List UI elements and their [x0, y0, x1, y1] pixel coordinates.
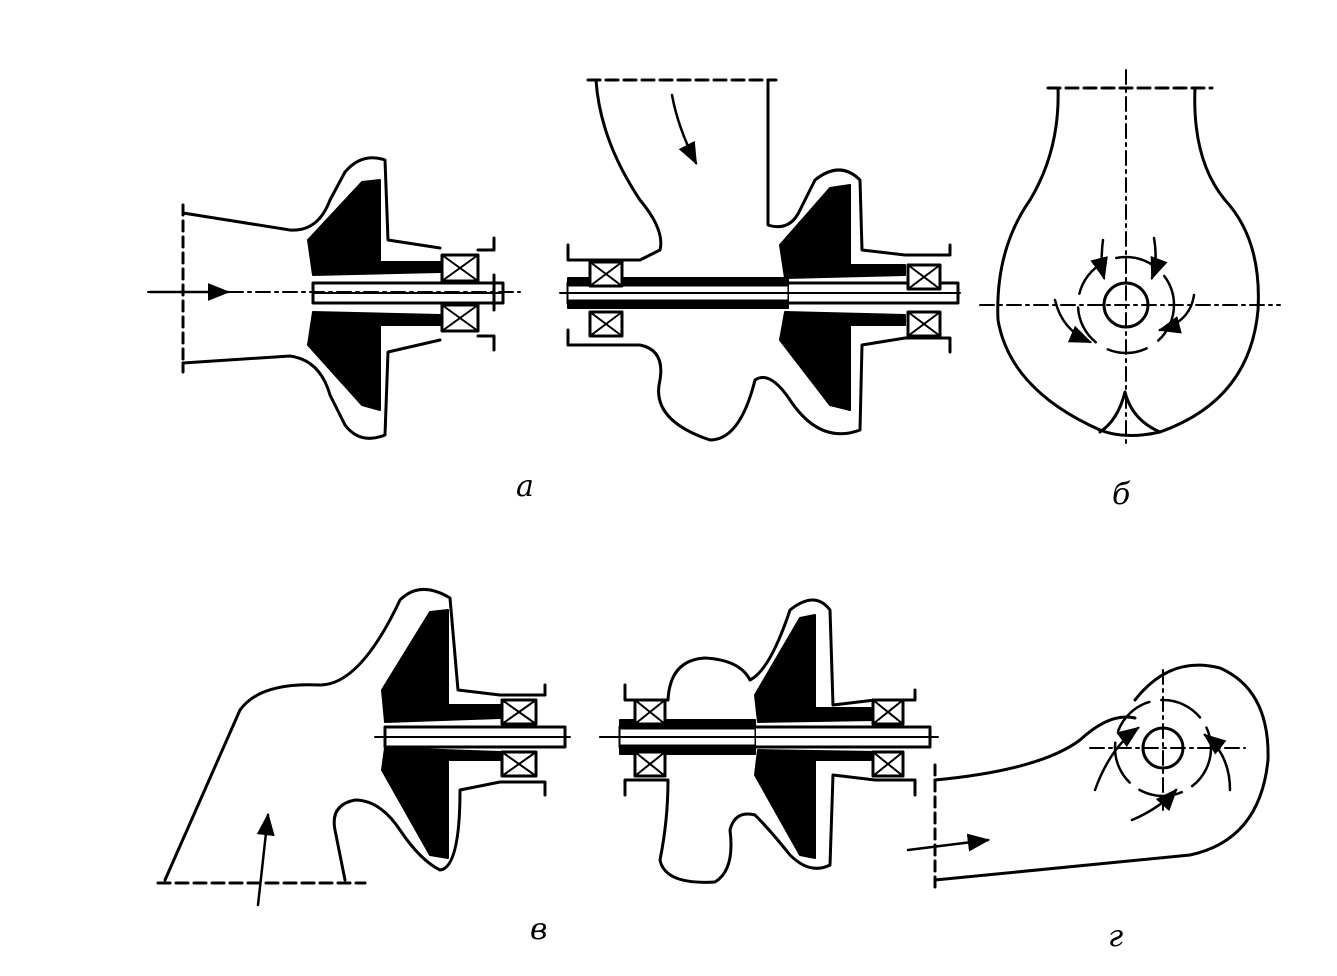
figure-label-g: г — [1108, 919, 1124, 954]
flow-arrow-a-elbow — [670, 93, 698, 166]
figure-a-left-pump — [181, 156, 505, 440]
inlet-pipe-left — [181, 156, 442, 250]
bent-inlet-left — [163, 588, 547, 882]
figure-label-a: а — [516, 469, 534, 504]
figure-label-v: в — [530, 912, 548, 947]
inlet-elbow-bottom — [566, 328, 952, 442]
flow-arrow-g — [906, 833, 991, 852]
figure-v-right-pump — [599, 598, 936, 884]
flow-arrow-v — [256, 812, 275, 907]
inlet-pipe-left-lower — [181, 338, 442, 440]
impeller-v-left — [381, 609, 501, 723]
impeller-left — [307, 179, 441, 276]
figure-label-b: б — [1112, 477, 1131, 512]
volute-outline — [996, 86, 1260, 437]
impeller-right-lower — [779, 311, 906, 411]
tangential-inlet — [933, 715, 1137, 782]
figure-b-side-view — [996, 86, 1260, 437]
inlet-elbow-top — [566, 78, 663, 262]
figure-v-left-pump — [156, 588, 571, 885]
impeller-v-right — [754, 614, 876, 723]
impeller-left-lower — [307, 311, 441, 411]
figure-a-right-pump — [559, 78, 961, 442]
impeller-right — [779, 184, 906, 279]
